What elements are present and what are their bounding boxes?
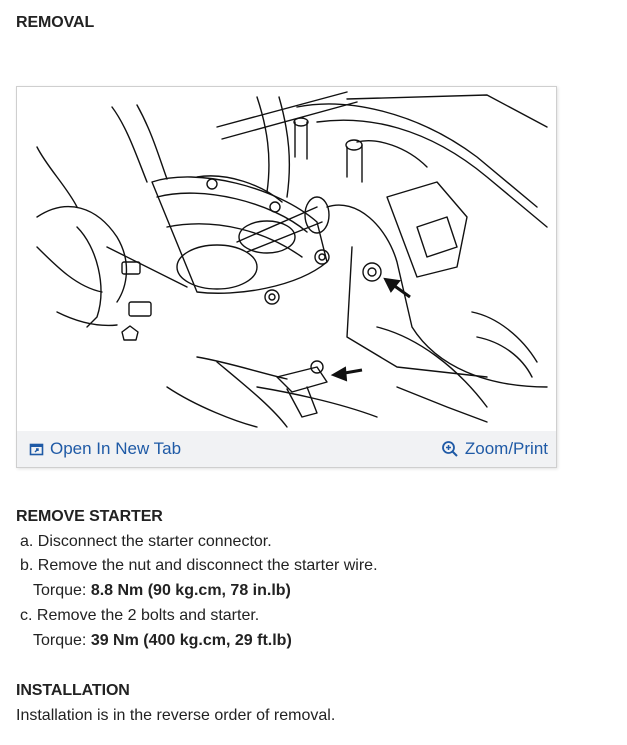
step-a: a. Disconnect the starter connector.	[20, 533, 272, 550]
zoom-print-link[interactable]: Zoom/Print	[441, 439, 548, 459]
torque-b: Torque: 8.8 Nm (90 kg.cm, 78 in.lb)	[33, 582, 291, 600]
starter-removal-diagram[interactable]	[17, 87, 556, 431]
zoom-print-label: Zoom/Print	[464, 439, 548, 458]
installation-heading: INSTALLATION	[16, 682, 130, 699]
torque-b-value: 8.8 Nm (90 kg.cm, 78 in.lb)	[90, 582, 291, 599]
open-in-new-tab-link[interactable]: Open In New Tab	[29, 439, 181, 459]
zoom-icon	[441, 441, 458, 457]
remove-starter-heading: REMOVE STARTER	[16, 508, 163, 525]
figure-card: Open In New Tab Zoom/Print	[16, 86, 557, 468]
torque-c: Torque: 39 Nm (400 kg.cm, 29 ft.lb)	[33, 632, 292, 650]
step-c: c. Remove the 2 bolts and starter.	[20, 607, 260, 624]
open-in-new-tab-label: Open In New Tab	[50, 439, 182, 458]
torque-c-value: 39 Nm (400 kg.cm, 29 ft.lb)	[90, 632, 292, 649]
removal-heading: REMOVAL	[16, 14, 95, 31]
torque-b-prefix: Torque:	[33, 582, 91, 599]
figure-toolbar: Open In New Tab Zoom/Print	[17, 431, 556, 467]
torque-c-prefix: Torque:	[33, 632, 91, 649]
step-b: b. Remove the nut and disconnect the sta…	[20, 557, 378, 574]
installation-text: Installation is in the reverse order of …	[16, 707, 336, 724]
open-in-new-tab-icon	[29, 443, 44, 455]
